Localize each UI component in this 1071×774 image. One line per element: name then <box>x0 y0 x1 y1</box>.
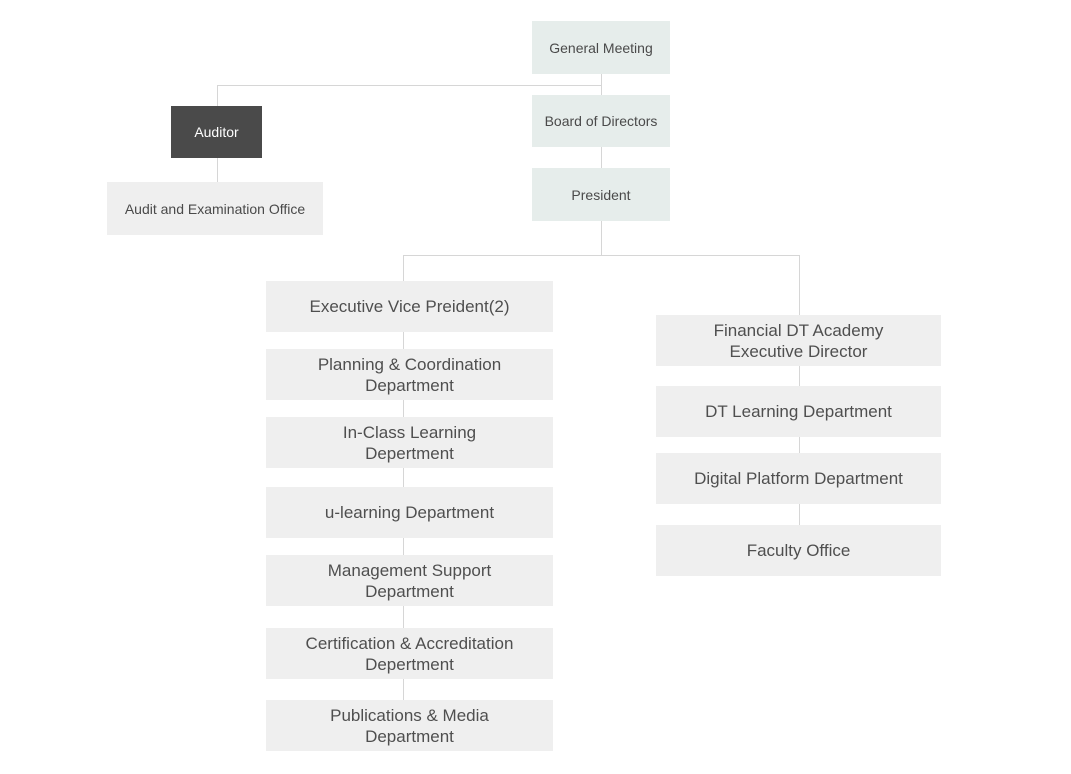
node-planning-coordination-department: Planning & Coordination Department <box>266 349 553 400</box>
node-in-class-learning-department: In-Class Learning Depertment <box>266 417 553 468</box>
node-financial-dt-academy-executive-director: Financial DT Academy Executive Director <box>656 315 941 366</box>
connector-ulearning-management <box>403 538 404 555</box>
node-auditor: Auditor <box>171 106 262 158</box>
connector-digital-faculty <box>799 504 800 525</box>
connector-auditor-branch-horizontal <box>217 85 602 86</box>
connector-to-executive-vp <box>403 255 404 281</box>
node-digital-platform-department: Digital Platform Department <box>656 453 941 504</box>
connector-to-auditor <box>217 85 218 106</box>
node-audit-and-examination-office: Audit and Examination Office <box>107 182 323 235</box>
node-board-of-directors: Board of Directors <box>532 95 670 147</box>
connector-dtlearning-digital <box>799 437 800 453</box>
connector-planning-inclass <box>403 400 404 417</box>
connector-president-split <box>601 221 602 255</box>
connector-board-president <box>601 147 602 168</box>
connector-certification-publications <box>403 679 404 700</box>
connector-management-certification <box>403 606 404 628</box>
node-executive-vice-president: Executive Vice Preident(2) <box>266 281 553 332</box>
connector-executive-planning <box>403 332 404 349</box>
node-u-learning-department: u-learning Department <box>266 487 553 538</box>
node-publications-media-department: Publications & Media Department <box>266 700 553 751</box>
connector-split-horizontal <box>403 255 800 256</box>
node-general-meeting: General Meeting <box>532 21 670 74</box>
connector-auditor-audit-office <box>217 158 218 182</box>
connector-inclass-ulearning <box>403 468 404 487</box>
connector-general-meeting-board <box>601 74 602 95</box>
connector-to-financial-dt <box>799 255 800 315</box>
node-president: President <box>532 168 670 221</box>
node-certification-accreditation-department: Certification & Accreditation Depertment <box>266 628 553 679</box>
node-faculty-office: Faculty Office <box>656 525 941 576</box>
node-management-support-department: Management Support Department <box>266 555 553 606</box>
node-dt-learning-department: DT Learning Department <box>656 386 941 437</box>
connector-financial-dtlearning <box>799 366 800 386</box>
